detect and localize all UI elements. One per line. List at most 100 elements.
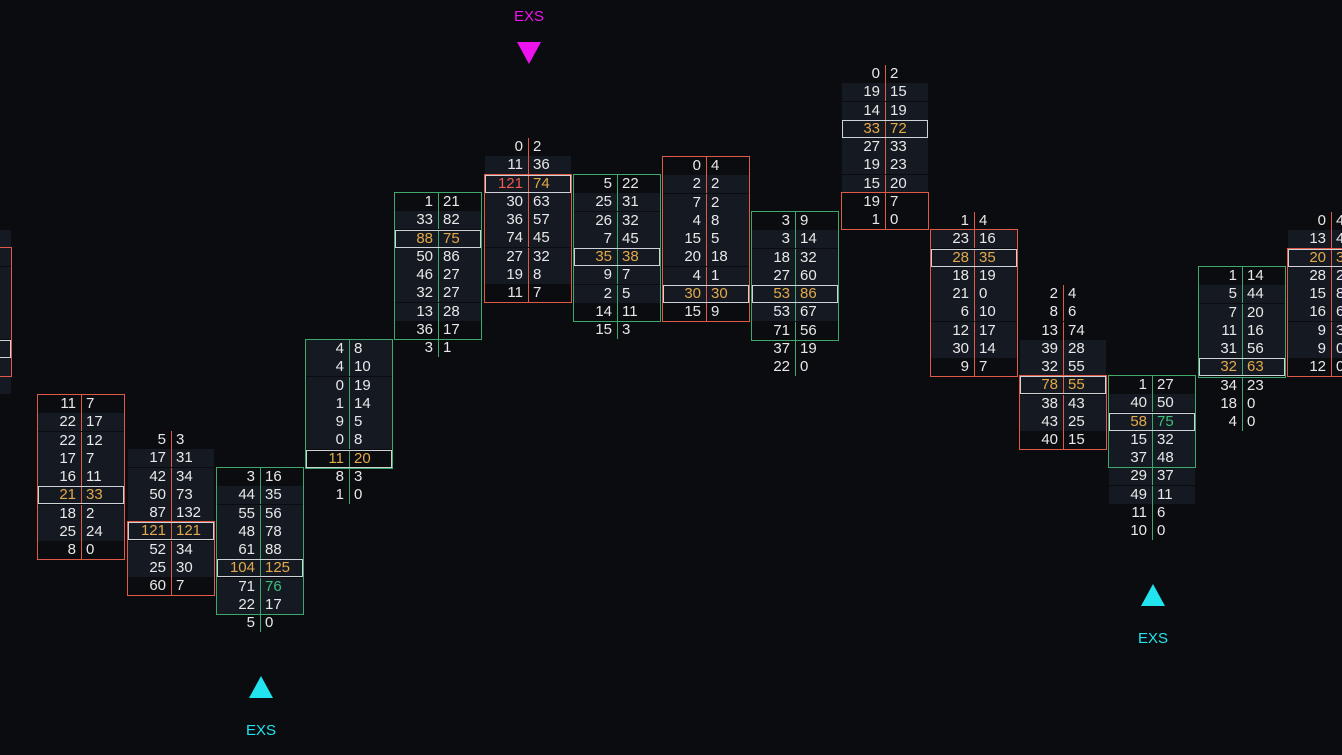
- wick-axis: [81, 413, 82, 432]
- ask-volume: 7: [0, 267, 22, 285]
- bid-volume: 4: [692, 266, 701, 284]
- bid-volume: 0: [871, 65, 880, 82]
- wick-axis: [1152, 467, 1153, 486]
- wick-axis: [974, 285, 975, 303]
- bid-volume: 2: [692, 175, 701, 193]
- bid-volume: 9: [603, 266, 612, 284]
- bid-volume: 37: [1130, 449, 1147, 466]
- wick-axis: [438, 339, 439, 357]
- wick-axis: [1331, 339, 1332, 358]
- level-shade: [1288, 321, 1342, 340]
- bid-volume: 9: [1317, 339, 1326, 357]
- ask-volume: 75: [443, 229, 460, 247]
- ask-volume: 2: [711, 193, 720, 211]
- ask-volume: 73: [176, 485, 193, 503]
- wick-axis: [81, 468, 82, 486]
- wick-axis: [438, 229, 439, 248]
- wick-axis: [617, 229, 618, 248]
- wick-axis: [260, 614, 261, 632]
- ask-volume: 0: [800, 358, 809, 375]
- bid-volume: 35: [595, 248, 612, 265]
- ask-volume: 27: [1157, 376, 1174, 393]
- wick-axis: [1063, 321, 1064, 340]
- ask-volume: 14: [1247, 267, 1264, 284]
- bid-volume: 34: [1220, 376, 1237, 394]
- ask-volume: 10: [979, 303, 996, 321]
- ask-volume: 17: [265, 595, 282, 613]
- bid-volume: 11: [60, 395, 76, 412]
- signal-marker-buy[interactable]: EXS: [231, 676, 291, 740]
- poc-box: [38, 486, 124, 505]
- bid-volume: 58: [1130, 412, 1147, 430]
- triangle-up-icon: [1141, 584, 1165, 606]
- poc-box: [663, 284, 749, 303]
- wick-axis: [349, 358, 350, 377]
- wick-axis: [974, 339, 975, 358]
- bid-volume: 12: [1309, 358, 1326, 375]
- wick-axis: [885, 119, 886, 138]
- wick-axis: [528, 192, 529, 211]
- bid-volume: 25: [59, 522, 76, 540]
- poc-box: [1109, 412, 1195, 431]
- wick-axis: [885, 192, 886, 211]
- wick-axis: [438, 302, 439, 321]
- wick-axis: [1242, 340, 1243, 358]
- wick-axis: [795, 303, 796, 322]
- ask-volume: 74: [1068, 321, 1085, 339]
- bid-volume: 121: [497, 174, 523, 192]
- ask-volume: 18: [0, 321, 22, 339]
- ask-volume: 78: [265, 522, 282, 540]
- ask-volume: 7: [0, 285, 22, 303]
- level-shade: [1288, 303, 1342, 322]
- bid-volume: 22: [773, 358, 790, 375]
- signal-marker-sell[interactable]: EXS: [499, 8, 559, 64]
- wick-axis: [1152, 522, 1153, 540]
- wick-axis: [1242, 358, 1243, 377]
- bid-volume: 0: [335, 431, 344, 449]
- ask-volume: 11: [1157, 485, 1173, 503]
- bid-volume: 36: [416, 320, 433, 338]
- bid-volume: 78: [1041, 376, 1058, 394]
- bid-volume: 43: [1041, 412, 1058, 430]
- wick-axis: [974, 321, 975, 340]
- wick-axis: [171, 504, 172, 522]
- bid-volume: 22: [59, 431, 76, 449]
- wick-axis: [1063, 394, 1064, 413]
- poc-box: [931, 248, 1017, 267]
- candle-body-outline: [1287, 247, 1342, 378]
- ask-volume: 7: [86, 395, 95, 412]
- ask-volume: 17: [443, 320, 460, 338]
- wick-axis: [528, 284, 529, 302]
- bid-volume: 21: [952, 285, 969, 302]
- bid-volume: 1: [1138, 376, 1147, 393]
- ask-volume: 12: [0, 358, 22, 376]
- wick-axis: [617, 175, 618, 193]
- wick-axis: [795, 339, 796, 358]
- bid-volume: 1: [960, 212, 969, 229]
- wick-axis: [706, 175, 707, 194]
- bid-volume: 1: [335, 394, 344, 412]
- bid-volume: 44: [238, 486, 255, 504]
- bid-volume: 71: [238, 577, 255, 595]
- ask-volume: 7: [86, 449, 95, 467]
- bid-volume: 13: [416, 302, 433, 320]
- wick-axis: [795, 266, 796, 285]
- signal-marker-buy[interactable]: EXS: [1123, 584, 1183, 648]
- wick-axis: [260, 595, 261, 614]
- ask-volume: 14: [979, 339, 996, 357]
- bid-volume: 5: [603, 175, 612, 192]
- ask-volume: 6: [1336, 303, 1342, 321]
- ask-volume: 9: [800, 212, 809, 229]
- ask-volume: 35: [979, 248, 996, 266]
- ask-volume: 3: [354, 467, 363, 485]
- wick-axis: [1331, 303, 1332, 322]
- bid-volume: 20: [684, 248, 701, 266]
- ask-volume: 0: [1157, 522, 1166, 539]
- wick-axis: [795, 358, 796, 376]
- wick-axis: [171, 522, 172, 541]
- wick-axis: [260, 577, 261, 596]
- wick-axis: [706, 157, 707, 175]
- wick-axis: [1331, 358, 1332, 376]
- bid-volume: 53: [773, 303, 790, 321]
